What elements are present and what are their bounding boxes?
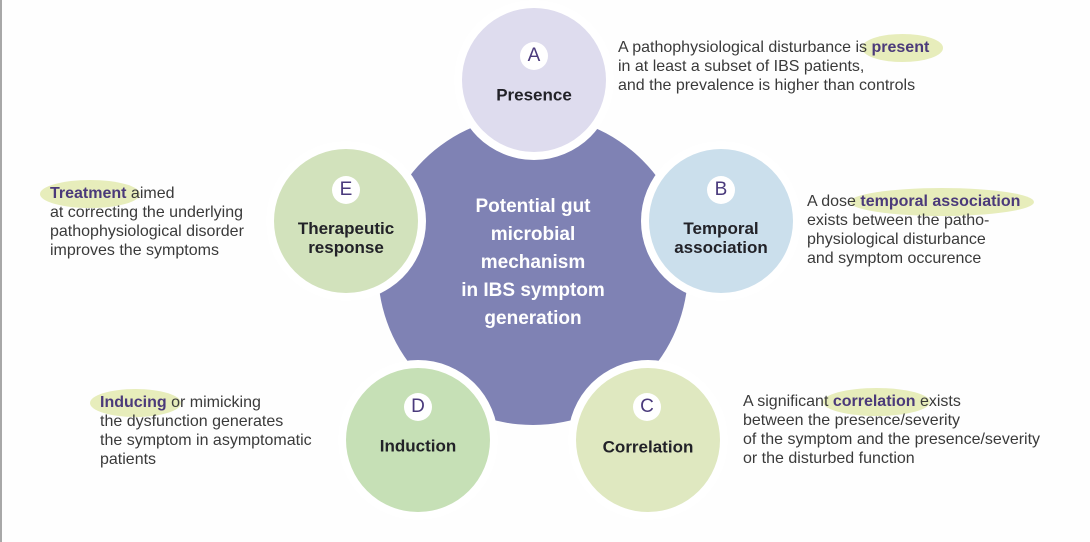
description-text: A significant — [743, 393, 833, 410]
description-line: A significant correlation exists — [743, 392, 1040, 411]
node-c-title: Correlation — [603, 438, 694, 457]
page-left-border — [0, 0, 2, 542]
node-d-letter-badge: D — [404, 393, 432, 421]
description-text: patients — [100, 451, 157, 468]
highlighted-keyword: present — [871, 39, 930, 56]
center-title-line: generation — [484, 308, 582, 329]
description-text: between the presence/severity — [743, 412, 961, 429]
node-a-circle — [462, 8, 606, 152]
node-c-circle — [576, 368, 720, 512]
center-title-line: microbial — [490, 224, 576, 245]
description-text: of the symptom and the presence/severity — [743, 431, 1041, 448]
description-line: A pathophysiological disturbance is pres… — [618, 38, 929, 57]
description-text: improves the symptoms — [50, 242, 219, 259]
description-line: of the symptom and the presence/severity — [743, 430, 1040, 449]
description-text: at correcting the underlying — [50, 204, 243, 221]
description-text: exists — [915, 393, 961, 410]
description-text: or mimicking — [166, 394, 261, 411]
center-title-line: mechanism — [480, 252, 586, 273]
node-d-title: Induction — [380, 437, 456, 456]
description-line: the symptom in asymptomatic — [100, 431, 312, 450]
description-line: A dose temporal association — [807, 192, 1020, 211]
center-title-line: in IBS symptom — [461, 280, 605, 301]
center-title-line: Potential gut — [475, 196, 591, 217]
description-text: in at least a subset of IBS patients, — [618, 58, 865, 75]
highlighted-keyword: Treatment — [50, 185, 127, 202]
description-line: the dysfunction generates — [100, 412, 312, 431]
center-hub-circle — [378, 115, 688, 425]
description-text: A dose — [807, 193, 861, 210]
description-line: Treatment aimed — [50, 184, 244, 203]
description-text: aimed — [126, 185, 175, 202]
node-a-letter-badge: A — [520, 42, 548, 70]
node-a-title-line: Presence — [496, 85, 572, 105]
center-title: Potential gut microbial mechanism in IBS… — [461, 193, 605, 333]
node-b-letter-badge: B — [707, 176, 735, 204]
description-text: and symptom occurence — [807, 250, 982, 267]
node-c-letter-badge: C — [633, 393, 661, 421]
node-e-circle — [274, 149, 418, 293]
description-text: pathophysiological disorder — [50, 223, 244, 240]
description-text: the dysfunction generates — [100, 413, 284, 430]
node-e-title: Therapeutic response — [298, 219, 394, 257]
highlighted-keyword: correlation — [832, 393, 916, 410]
description-text: the symptom in asymptomatic — [100, 432, 312, 449]
description-text: or the disturbed function — [743, 450, 915, 467]
node-d-title-line: Induction — [379, 436, 457, 456]
description-line: and the prevalence is higher than contro… — [618, 76, 929, 95]
node-c-title-line: Correlation — [602, 437, 694, 457]
description-line: at correcting the underlying — [50, 203, 244, 222]
node-d-circle — [346, 368, 490, 512]
node-e-title-line: Therapeutic — [297, 219, 395, 238]
node-e-title-line: response — [308, 238, 384, 257]
description-text: and the prevalence is higher than contro… — [618, 77, 916, 94]
node-e-letter-badge: E — [332, 176, 360, 204]
description-line: between the presence/severity — [743, 411, 1040, 430]
description-line: in at least a subset of IBS patients, — [618, 57, 929, 76]
description-line: physiological disturbance — [807, 230, 1020, 249]
highlighted-keyword: Inducing — [100, 394, 167, 411]
node-a-title: Presence — [496, 86, 572, 105]
node-b-title-line: Temporal — [683, 219, 759, 238]
description-line: patients — [100, 450, 312, 469]
description-line: improves the symptoms — [50, 241, 244, 260]
description-line: or the disturbed function — [743, 449, 1040, 468]
description-line: and symptom occurence — [807, 249, 1020, 268]
description-text: exists between the patho- — [807, 212, 990, 229]
node-a-description: A pathophysiological disturbance is pres… — [618, 38, 929, 95]
node-b-title-line: association — [674, 238, 768, 257]
node-b-circle — [649, 149, 793, 293]
description-line: pathophysiological disorder — [50, 222, 244, 241]
highlighted-keyword: temporal association — [860, 193, 1021, 210]
description-line: Inducing or mimicking — [100, 393, 312, 412]
description-line: exists between the patho- — [807, 211, 1020, 230]
description-text: physiological disturbance — [807, 231, 986, 248]
description-text: A pathophysiological disturbance is — [618, 39, 872, 56]
node-b-title: Temporal association — [674, 219, 768, 257]
